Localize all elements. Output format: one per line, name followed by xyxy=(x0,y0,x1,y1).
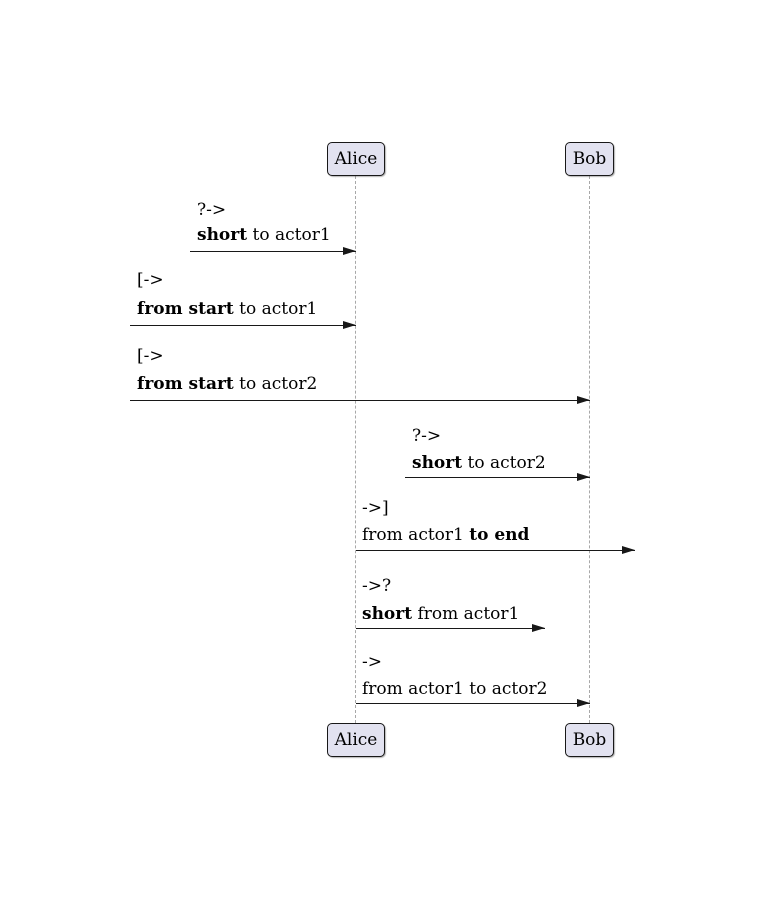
message-1-label: short to actor1 xyxy=(197,225,331,246)
message-2-post: to actor1 xyxy=(233,299,318,319)
message-7-arrow xyxy=(356,698,590,707)
arrowhead-icon xyxy=(577,698,590,707)
message-3-operator: [-> xyxy=(137,346,164,366)
arrowhead-icon xyxy=(532,623,545,632)
participant-alice-label: Alice xyxy=(334,148,378,169)
message-5-pre: from actor1 xyxy=(362,525,470,545)
message-5-bold: to end xyxy=(469,525,530,545)
message-5-arrow xyxy=(356,545,635,554)
participant-alice-bottom: Alice xyxy=(327,723,385,757)
participant-bob-top: Bob xyxy=(565,142,614,176)
participant-bob-label: Bob xyxy=(572,148,607,169)
message-4-operator: ?-> xyxy=(412,426,442,446)
arrowhead-icon xyxy=(577,395,590,404)
message-3-label: from start to actor2 xyxy=(137,374,318,395)
arrowhead-icon xyxy=(343,246,356,255)
message-2-label: from start to actor1 xyxy=(137,299,318,320)
arrowhead-icon xyxy=(343,320,356,329)
lifeline-alice xyxy=(355,176,356,723)
message-6-label: short from actor1 xyxy=(362,604,520,625)
message-5-label: from actor1 to end xyxy=(362,525,530,546)
message-5-operator: ->] xyxy=(362,498,389,518)
arrowhead-icon xyxy=(622,545,635,554)
message-4-post: to actor2 xyxy=(462,453,546,473)
message-3-arrow xyxy=(130,395,590,404)
message-1-bold: short xyxy=(197,225,248,245)
message-6-operator: ->? xyxy=(362,576,392,596)
message-6-arrow xyxy=(356,623,545,632)
message-3-bold: from start xyxy=(137,374,234,394)
message-4-bold: short xyxy=(412,453,463,473)
message-7-operator: -> xyxy=(362,652,382,672)
arrowhead-icon xyxy=(577,472,590,481)
message-2-operator: [-> xyxy=(137,270,164,290)
message-1-operator: ?-> xyxy=(197,200,227,220)
message-6-post: from actor1 xyxy=(412,604,520,624)
message-4-label: short to actor2 xyxy=(412,453,546,474)
message-1-arrow xyxy=(190,246,356,255)
participant-alice-top: Alice xyxy=(327,142,385,176)
message-7-pre: from actor1 to actor2 xyxy=(362,679,548,699)
message-4-arrow xyxy=(405,472,590,481)
message-7-label: from actor1 to actor2 xyxy=(362,679,548,700)
lifeline-bob xyxy=(589,176,590,723)
participant-bob-bottom: Bob xyxy=(565,723,614,757)
participant-alice-label: Alice xyxy=(334,729,378,750)
message-2-bold: from start xyxy=(137,299,234,319)
message-1-post: to actor1 xyxy=(247,225,331,245)
message-3-post: to actor2 xyxy=(233,374,318,394)
participant-bob-label: Bob xyxy=(572,729,607,750)
message-2-arrow xyxy=(130,320,356,329)
message-6-bold: short xyxy=(362,604,413,624)
